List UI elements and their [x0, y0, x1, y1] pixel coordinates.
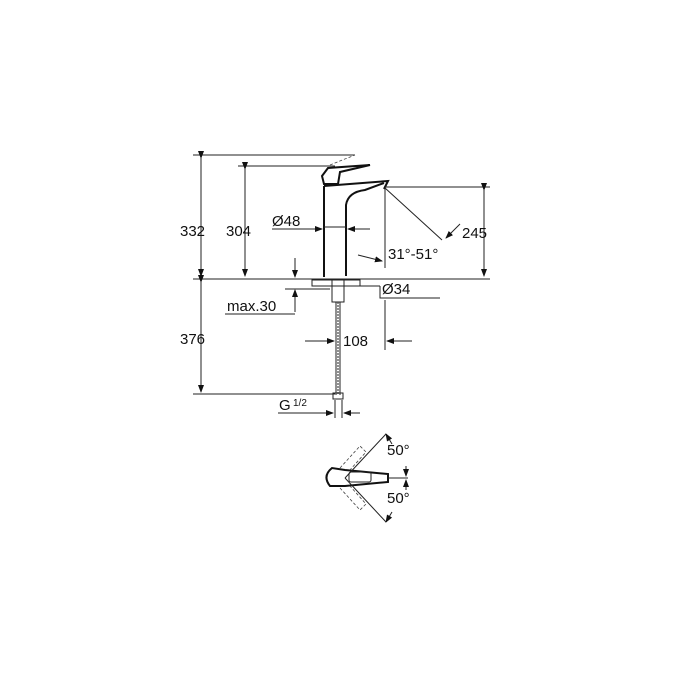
dim-diameter-34-label: Ø34 [382, 281, 410, 298]
lever-angle-top-label: 50° [387, 442, 410, 459]
dim-332 [193, 151, 355, 277]
dim-332-label: 332 [180, 223, 205, 240]
dim-108-label: 108 [343, 333, 368, 350]
dim-304-label: 304 [226, 223, 251, 240]
max-30-label: max.30 [227, 298, 276, 315]
thread-fraction: 1/2 [293, 398, 307, 409]
faucet-body [320, 154, 390, 277]
dim-376-label: 376 [180, 331, 205, 348]
lever-top-view [325, 433, 409, 523]
thread-label: G [279, 397, 291, 414]
mount-assembly [311, 279, 361, 400]
dim-diameter-48-label: Ø48 [272, 213, 300, 230]
spray-angle-label: 31°-51° [388, 246, 438, 263]
dim-245-label: 245 [462, 225, 487, 242]
dim-304 [238, 162, 335, 277]
lever-angle-bottom-label: 50° [387, 490, 410, 507]
